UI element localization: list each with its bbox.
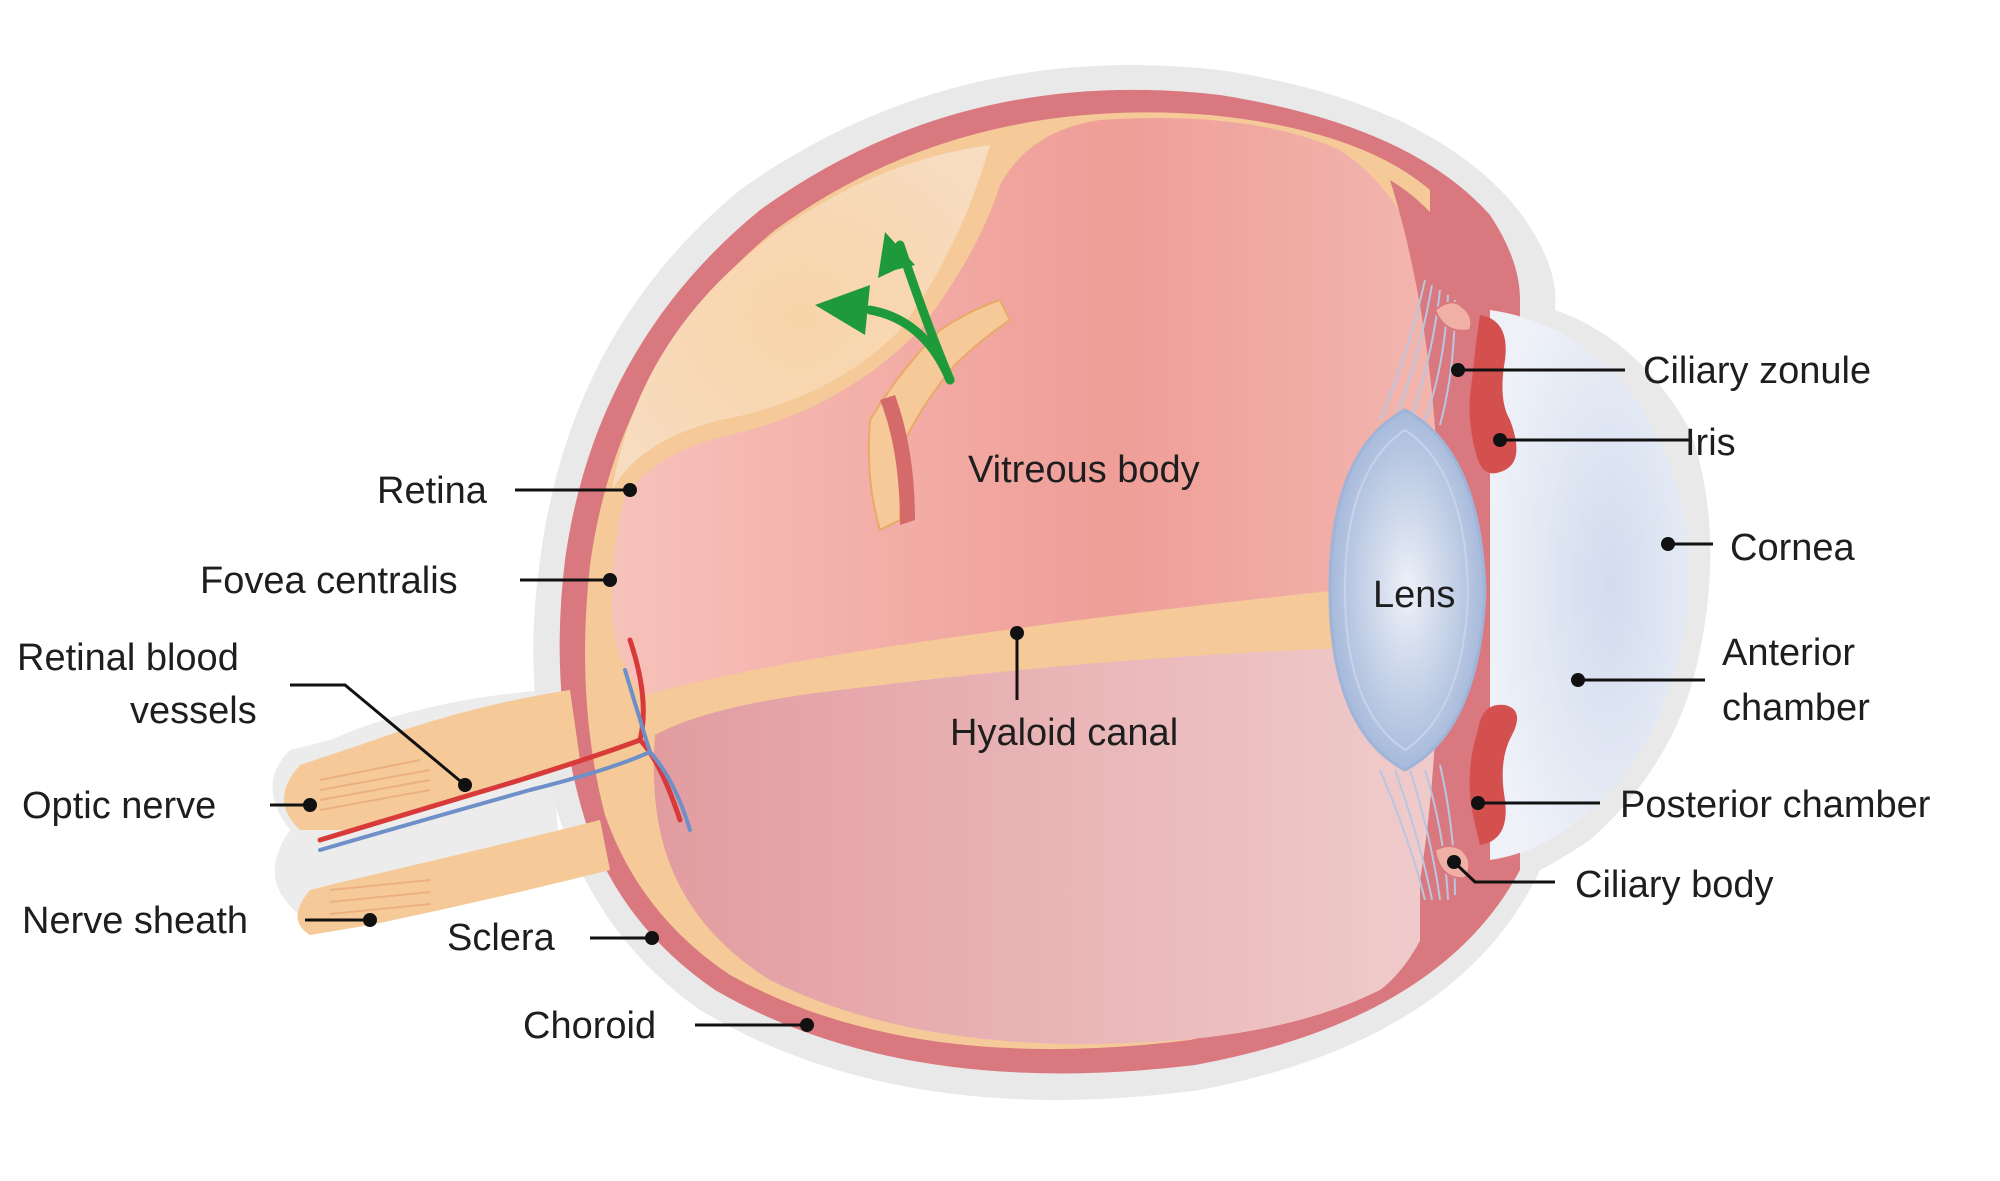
label-cornea: Cornea [1730,527,1855,569]
label-sclera: Sclera [447,917,556,959]
label-retinal-blood-vessels-line1: Retinal blood [17,637,239,679]
vitreous-detachment-pocket [612,145,990,490]
optic-nerve [284,690,580,830]
label-anterior-chamber-line2: chamber [1722,687,1870,729]
label-retinal-blood-vessels-line2: vessels [130,690,257,732]
iris-lower [1469,704,1518,845]
lens-shape [1328,408,1487,772]
vitreous-upper [611,118,1445,695]
label-hyaloid-canal: Hyaloid canal [950,712,1178,754]
arrowheads [815,232,915,335]
label-retina: Retina [377,470,488,512]
leader-lines [270,368,1713,1027]
retinal-blood-vessels [317,637,692,852]
label-ciliary-body: Ciliary body [1575,864,1774,906]
label-ciliary-zonule: Ciliary zonule [1643,350,1871,392]
label-vitreous-body: Vitreous body [968,449,1200,491]
label-fovea-centralis: Fovea centralis [200,560,458,602]
label-anterior-chamber-line1: Anterior [1722,632,1855,674]
iris-upper [1469,315,1517,474]
label-iris: Iris [1685,422,1736,464]
vitreous-lower [653,647,1445,1044]
cornea-anterior-chamber [1490,310,1690,860]
ciliary-body-upper [1433,301,1473,332]
leader-dots [303,363,1675,1032]
nerve-sheath [297,820,610,935]
label-optic-nerve: Optic nerve [22,785,216,827]
label-lens: Lens [1373,574,1455,616]
ciliary-zonule-fibers-lower [1379,764,1456,901]
label-nerve-sheath: Nerve sheath [22,900,248,942]
label-posterior-chamber: Posterior chamber [1620,784,1931,826]
label-choroid: Choroid [523,1005,656,1047]
